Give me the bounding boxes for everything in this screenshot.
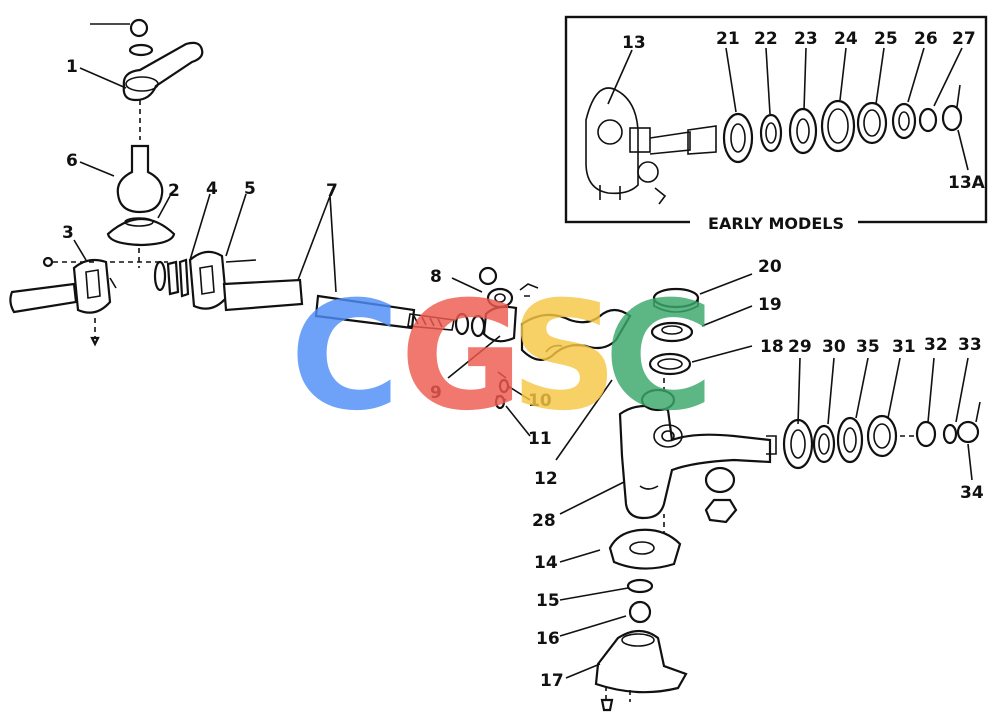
label-15: 15 xyxy=(536,591,560,611)
label-23: 23 xyxy=(794,29,818,49)
label-11: 11 xyxy=(528,429,552,449)
watermark-logo: C G S C xyxy=(290,270,714,444)
tie-rod-tube-right xyxy=(314,294,416,330)
inset-hub-parts xyxy=(722,84,963,164)
label-13: 13 xyxy=(622,33,646,53)
tie-rod-end xyxy=(482,305,518,343)
label-17: 17 xyxy=(540,671,564,691)
ball-stud xyxy=(116,144,164,214)
part-labels: 1 6 2 3 4 5 7 8 9 10 11 12 28 14 15 16 1… xyxy=(62,29,986,691)
watermark-letter-c2: C xyxy=(604,270,714,444)
leader-lines xyxy=(73,67,973,679)
label-30: 30 xyxy=(822,337,846,357)
label-4: 4 xyxy=(206,179,218,199)
label-1: 1 xyxy=(66,57,78,77)
label-20: 20 xyxy=(758,257,782,277)
label-6: 6 xyxy=(66,151,78,171)
label-27: 27 xyxy=(952,29,976,49)
label-14: 14 xyxy=(534,553,558,573)
lower-kingpin-stack xyxy=(594,528,688,712)
watermark-letter-s: S xyxy=(510,270,618,444)
washer xyxy=(128,43,154,57)
label-13a: 13A xyxy=(948,173,986,193)
label-28: 28 xyxy=(532,511,556,531)
upper-ball-stud-assembly xyxy=(90,18,204,268)
castle-nut xyxy=(129,18,149,38)
early-models-inset: EARLY MODELS xyxy=(564,15,988,234)
label-5: 5 xyxy=(244,179,256,199)
steering-knuckle xyxy=(618,362,777,536)
watermark-letter-g: G xyxy=(400,270,523,444)
steering-knuckle-arm xyxy=(520,308,632,361)
hub-bearing-stack xyxy=(782,401,981,470)
steering-arm xyxy=(122,41,204,102)
label-24: 24 xyxy=(834,29,858,49)
inset-title-bg xyxy=(690,212,858,234)
tie-rod-clamp-left xyxy=(72,258,112,314)
label-7: 7 xyxy=(326,181,338,201)
label-10: 10 xyxy=(528,391,552,411)
label-29: 29 xyxy=(788,337,812,357)
upper-kingpin-stack xyxy=(648,287,700,376)
knuckle-body xyxy=(618,404,772,520)
right-tie-rod-assembly xyxy=(314,266,632,410)
label-22: 22 xyxy=(754,29,778,49)
tie-rod-tube-center xyxy=(222,278,304,312)
inset-knuckle xyxy=(585,87,691,205)
grease-fitting xyxy=(478,266,498,286)
label-34: 34 xyxy=(960,483,984,503)
tie-rod-clamp-right xyxy=(188,250,228,310)
inset-leaders xyxy=(607,47,969,171)
inset-spindle xyxy=(687,125,717,155)
label-18: 18 xyxy=(760,337,784,357)
label-25: 25 xyxy=(874,29,898,49)
label-26: 26 xyxy=(914,29,938,49)
watermark-letter-c1: C xyxy=(290,270,400,444)
left-tie-rod-assembly xyxy=(9,250,304,347)
spacer-ring-4 xyxy=(153,260,167,292)
label-3: 3 xyxy=(62,223,74,243)
seal xyxy=(106,217,176,247)
label-12: 12 xyxy=(534,469,558,489)
label-8: 8 xyxy=(430,267,442,287)
label-2: 2 xyxy=(168,181,180,201)
label-33: 33 xyxy=(958,335,982,355)
label-32: 32 xyxy=(924,335,948,355)
label-21: 21 xyxy=(716,29,740,49)
label-19: 19 xyxy=(758,295,782,315)
nut-8 xyxy=(486,287,514,309)
label-9: 9 xyxy=(430,383,442,403)
tie-rod-tube-left xyxy=(9,282,78,314)
inset-title: EARLY MODELS xyxy=(708,214,844,233)
label-31: 31 xyxy=(892,337,916,357)
label-16: 16 xyxy=(536,629,560,649)
label-35: 35 xyxy=(856,337,880,357)
